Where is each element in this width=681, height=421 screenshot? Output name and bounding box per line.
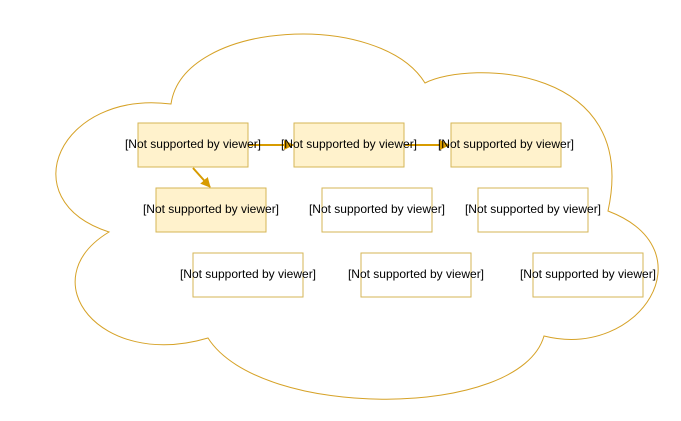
diagram-node[interactable]: [Not supported by viewer] <box>281 122 417 168</box>
node-label: [Not supported by viewer] <box>348 267 484 281</box>
node-label: [Not supported by viewer] <box>520 267 656 281</box>
edge-arrow[interactable] <box>192 167 211 188</box>
node-label: [Not supported by viewer] <box>180 267 316 281</box>
diagram-node[interactable]: [Not supported by viewer] <box>309 187 445 233</box>
diagram-node[interactable]: [Not supported by viewer] <box>143 187 279 233</box>
diagram-node[interactable]: [Not supported by viewer] <box>348 252 484 298</box>
edges-layer <box>192 140 450 188</box>
node-label: [Not supported by viewer] <box>438 137 574 151</box>
node-label: [Not supported by viewer] <box>465 202 601 216</box>
cloud-shape <box>55 33 659 400</box>
nodes-layer: [Not supported by viewer] [Not supported… <box>125 122 656 298</box>
diagram-node[interactable]: [Not supported by viewer] <box>438 122 574 168</box>
node-label: [Not supported by viewer] <box>143 202 279 216</box>
diagram-node[interactable]: [Not supported by viewer] <box>465 187 601 233</box>
diagram-node[interactable]: [Not supported by viewer] <box>520 252 656 298</box>
diagram-node[interactable]: [Not supported by viewer] <box>180 252 316 298</box>
node-label: [Not supported by viewer] <box>125 137 261 151</box>
node-label: [Not supported by viewer] <box>281 137 417 151</box>
diagram-node[interactable]: [Not supported by viewer] <box>125 122 261 168</box>
node-label: [Not supported by viewer] <box>309 202 445 216</box>
